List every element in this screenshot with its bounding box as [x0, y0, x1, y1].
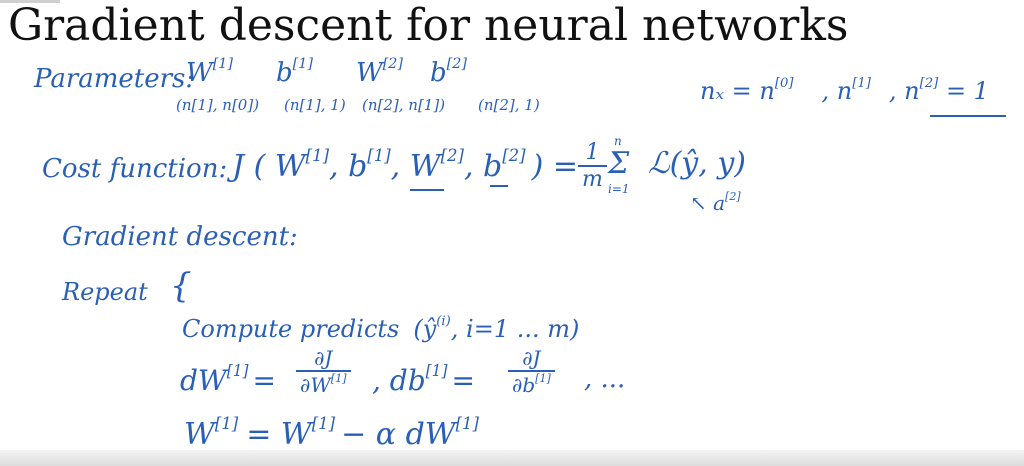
cost-s3: [2]: [440, 146, 464, 165]
cost-loss: ℒ(ŷ, y): [648, 146, 746, 181]
compute-args: (ŷ: [413, 314, 437, 343]
param-b1: b[1]: [276, 56, 313, 88]
dw-eq: =: [252, 363, 276, 397]
param-b2-dims: (n[2], 1): [478, 96, 540, 114]
repeat-label: Repeat: [62, 278, 148, 306]
db-text: , db: [372, 363, 426, 397]
cost-eq: ) =: [531, 148, 579, 184]
cost-expression: J ( W[1], b[1], W[2], b[2]) =: [232, 146, 578, 184]
update-sup3: [1]: [455, 414, 479, 433]
nx-eq: nₓ = n: [700, 76, 775, 105]
dw-sup: [1]: [226, 362, 249, 380]
update-eq: = W: [246, 416, 312, 452]
db-fraction: ∂J∂b[1]: [504, 346, 559, 397]
dw-frac-den-text: ∂W: [300, 372, 331, 397]
ellipsis: , ...: [584, 364, 626, 394]
n2-text: , n: [888, 76, 920, 105]
dw-fraction: ∂J∂W[1]: [292, 346, 355, 397]
nx-sup: [0]: [774, 76, 794, 91]
param-w2-name: W: [356, 57, 383, 88]
param-b2-name: b: [430, 57, 447, 88]
cost-label: Cost function:: [42, 154, 228, 184]
compute-text: Compute predicts: [182, 314, 400, 343]
db-frac: ∂J∂b[1]: [508, 346, 555, 397]
cost-w2: , W: [390, 148, 441, 184]
dw-frac-den: ∂W[1]: [296, 372, 351, 397]
n2-sup: [2]: [919, 76, 939, 91]
cost-s1: [1]: [305, 146, 330, 165]
cost-b1: , b: [329, 148, 368, 184]
top-rule: [0, 0, 60, 3]
cost-frac-num: 1: [578, 140, 607, 167]
param-w2-dims: (n[2], n[1]): [362, 96, 446, 114]
db-sup: [1]: [425, 362, 448, 380]
cost-s2: [1]: [367, 146, 391, 165]
gd-label: Gradient descent:: [62, 222, 298, 252]
update-rest: − α dW: [341, 416, 456, 452]
cost-sum: Σ: [608, 146, 630, 181]
dw-frac-num: ∂J: [296, 346, 351, 372]
param-w1-sup: [1]: [212, 56, 233, 72]
dw-text: dW: [180, 363, 227, 397]
update-sup: [1]: [214, 414, 239, 433]
param-b1-sup: [1]: [292, 56, 313, 72]
cost-b2: , b: [463, 148, 503, 184]
slide-title: Gradient descent for neural networks: [8, 0, 849, 51]
param-w1: W[1]: [186, 56, 233, 88]
update-line: W[1]= W[1]− α dW[1]: [184, 414, 479, 452]
param-w2-sup: [2]: [382, 56, 403, 72]
param-b2: b[2]: [430, 56, 467, 88]
yhat-note: ↖ a[2]: [690, 190, 741, 215]
n1-text: , n: [821, 76, 853, 105]
update-sup2: [1]: [311, 414, 336, 433]
n2-value: = 1: [938, 76, 989, 105]
cost-frac-den: m: [582, 167, 603, 192]
cost-sum-bottom: i=1: [608, 182, 630, 196]
repeat-brace: {: [170, 266, 192, 306]
param-b1-name: b: [276, 57, 293, 88]
dw-line: dW[1]=: [180, 362, 280, 397]
cost-lhs: J ( W: [232, 148, 306, 184]
dw-frac-den-sup: [1]: [330, 372, 347, 385]
db-frac-den: ∂b[1]: [508, 372, 555, 397]
update-w: W: [184, 416, 215, 452]
compute-line: Compute predicts (ŷ(i), i=1 ... m): [182, 314, 579, 343]
cost-s4: [2]: [502, 146, 526, 165]
compute-rest: , i=1 ... m): [450, 314, 580, 343]
db-eq: =: [451, 363, 475, 397]
param-w1-name: W: [186, 57, 213, 88]
db-line: , db[1]=: [372, 362, 479, 397]
yhat-note-sup: [2]: [725, 190, 741, 203]
db-frac-num: ∂J: [508, 346, 555, 372]
yhat-note-text: ↖ a: [690, 190, 726, 215]
param-b1-dims: (n[1], 1): [284, 96, 346, 114]
dw-frac: ∂J∂W[1]: [296, 346, 351, 397]
param-w2: W[2]: [356, 56, 403, 88]
compute-sup: (i): [436, 314, 451, 329]
bottom-bar: [0, 450, 1024, 466]
db-frac-den-text: ∂b: [512, 372, 536, 397]
param-b2-sup: [2]: [446, 56, 467, 72]
db-frac-den-sup: [1]: [535, 372, 551, 385]
param-w1-dims: (n[1], n[0]): [176, 96, 260, 114]
cost-sum-top: n: [614, 134, 622, 148]
nx-definition: nₓ = n[0], n[1], n[2] = 1: [700, 76, 989, 105]
n1-sup: [1]: [852, 76, 871, 91]
parameters-label: Parameters:: [34, 64, 195, 94]
